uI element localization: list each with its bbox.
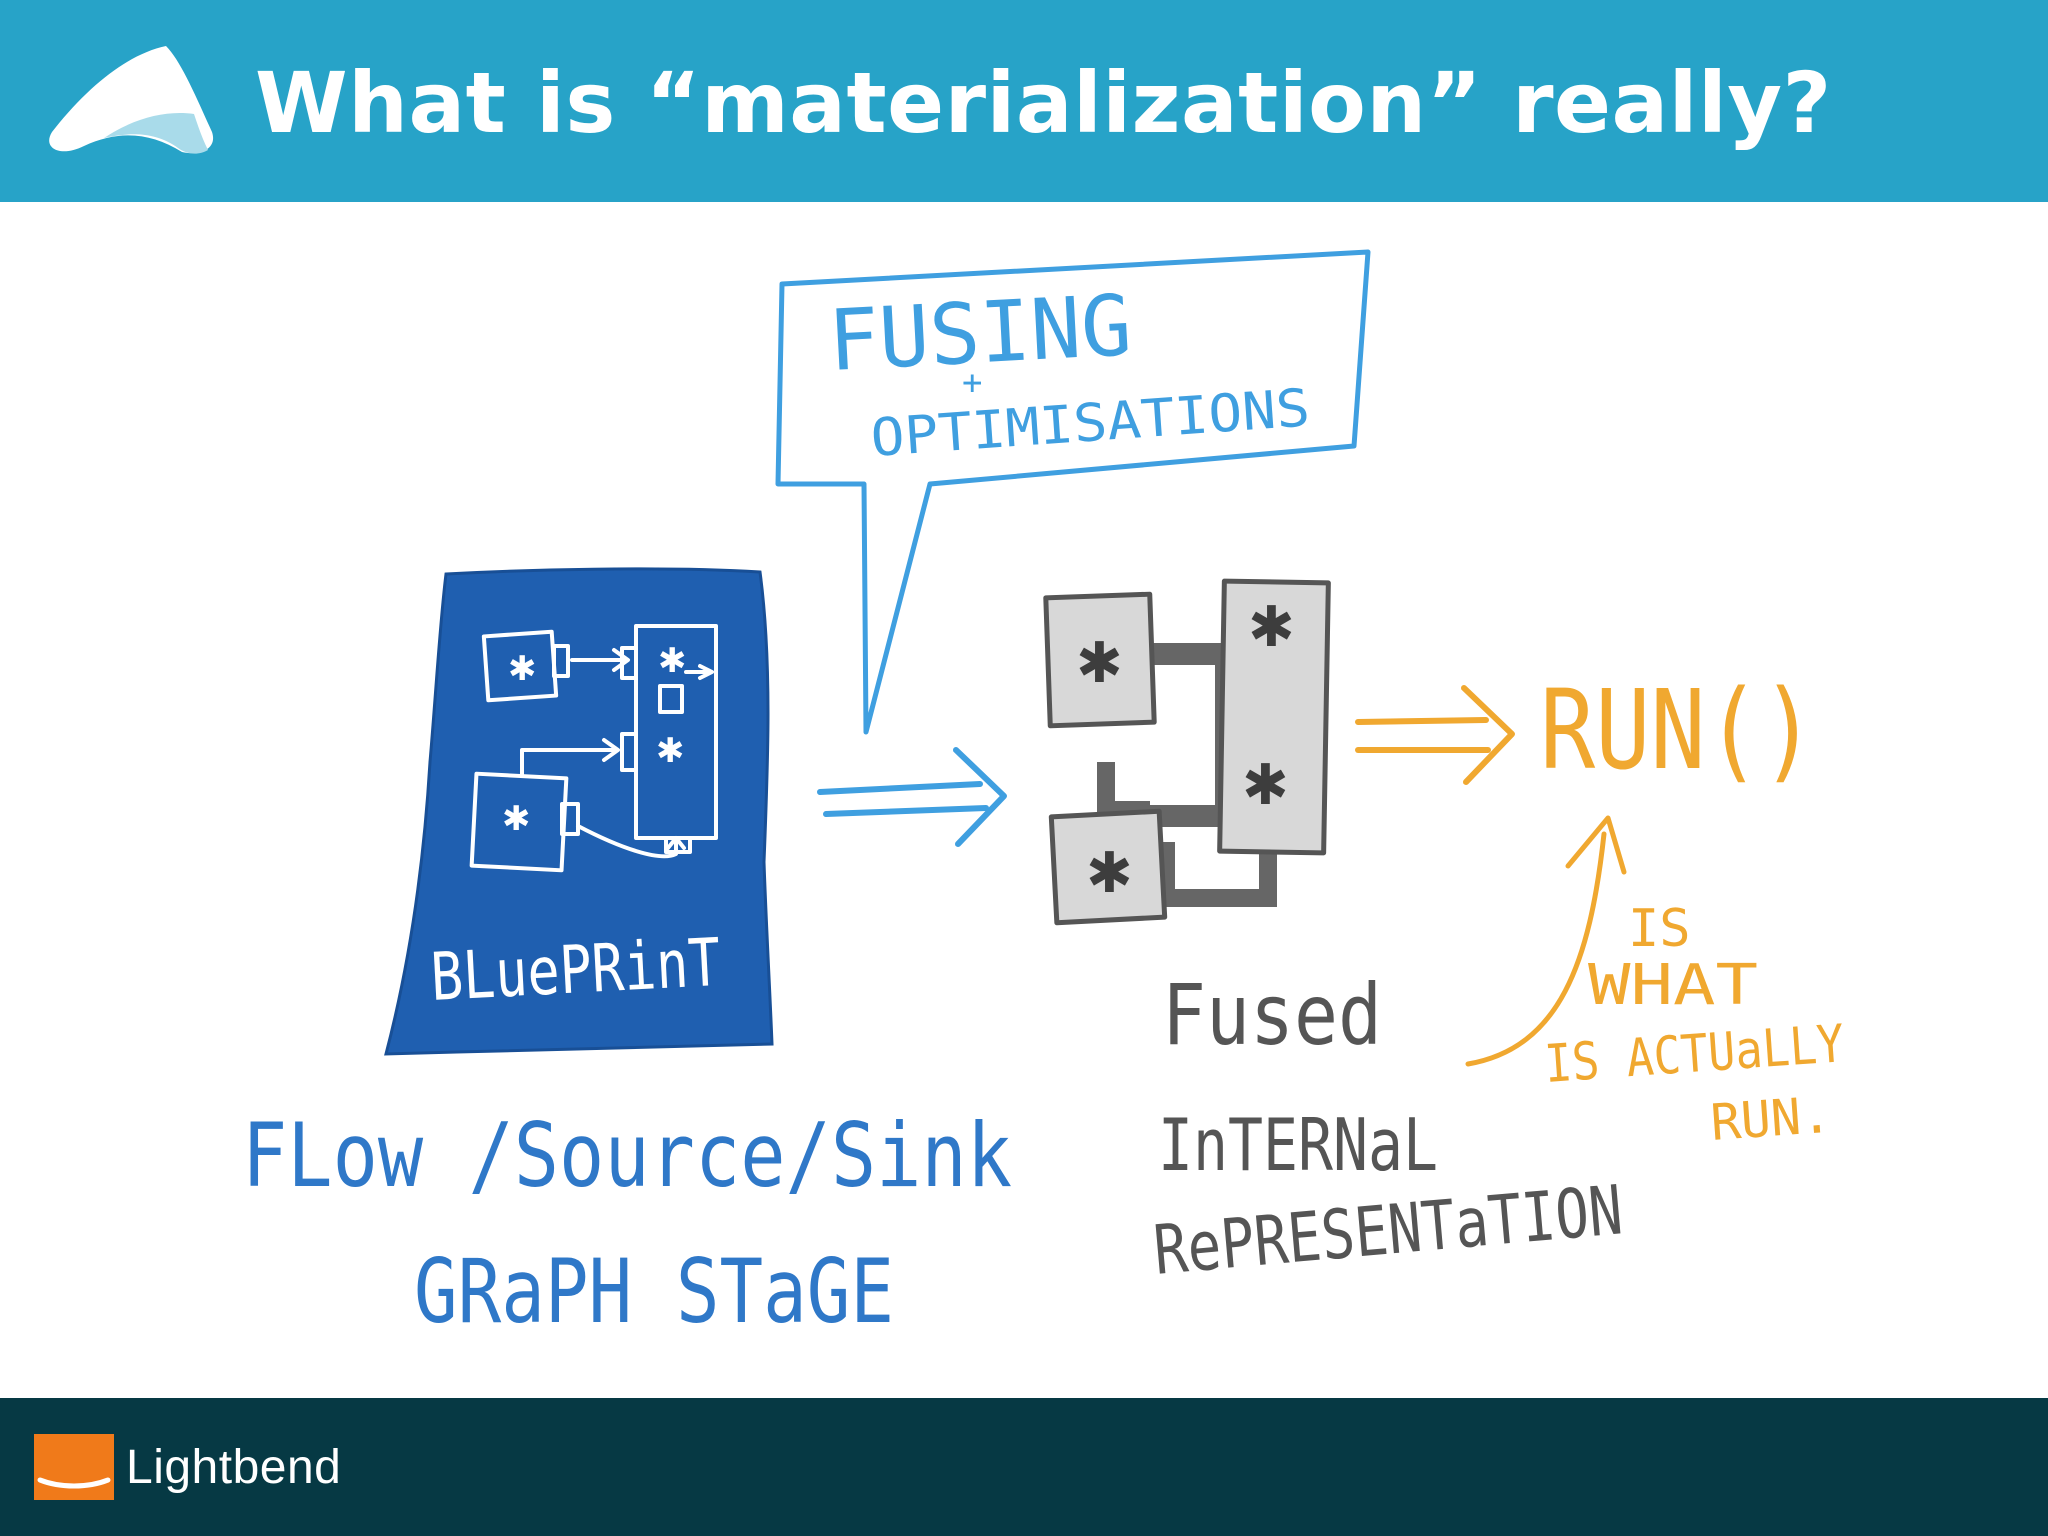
mountain-logo-icon <box>49 46 214 154</box>
blueprint-sheet: ✱ ✱ ✱ ✱ BLuePRinT <box>384 567 774 1056</box>
callout-plus: + <box>962 363 982 403</box>
fused-label-line2: InTERNaL <box>1158 1103 1438 1187</box>
fused-graph: ✱ ✱ ✱ ✱ <box>1043 578 1331 926</box>
fused-label-line3: RePRESENTaTION <box>1151 1171 1626 1291</box>
slide-footer: Lightbend <box>0 1398 2048 1536</box>
svg-text:✱: ✱ <box>1076 631 1123 696</box>
run-note-line3: IS ACTUaLLY <box>1543 1014 1846 1095</box>
lightbend-logo-icon <box>34 1434 114 1500</box>
svg-text:✱: ✱ <box>1248 595 1295 660</box>
slide-title: What is “materialization” really? <box>255 54 1832 152</box>
svg-text:✱: ✱ <box>656 731 685 771</box>
run-note-line2: WHAT <box>1588 953 1758 1018</box>
fused-node-2 <box>1217 578 1331 856</box>
fused-label-line1: Fused <box>1162 966 1382 1064</box>
svg-text:✱: ✱ <box>508 649 537 689</box>
svg-text:✱: ✱ <box>1086 841 1133 906</box>
slide-header: What is “materialization” really? <box>0 0 2048 202</box>
footer-brand: Lightbend <box>126 1441 342 1494</box>
fused-node-3 <box>1048 808 1168 926</box>
actually-run-arrow <box>1465 815 1627 1067</box>
blueprint-caption-line2: GRaPH STaGE <box>414 1240 894 1343</box>
fusing-callout <box>775 249 1371 735</box>
run-note-line4: RUN. <box>1709 1086 1833 1152</box>
svg-text:✱: ✱ <box>1242 753 1289 818</box>
run-arrow <box>1355 685 1515 785</box>
run-note-line1: IS <box>1628 899 1691 959</box>
svg-text:✱: ✱ <box>502 799 531 839</box>
callout-line-fusing: FUSING <box>826 276 1134 390</box>
fusing-arrow <box>817 747 1007 847</box>
fused-node-1 <box>1043 591 1157 729</box>
svg-text:✱: ✱ <box>658 641 687 681</box>
materialization-diagram: FUSING + OPTIMISATIONS ✱ ✱ ✱ ✱ BLuePRinT <box>242 249 1846 1343</box>
blueprint-label: BLuePRinT <box>429 924 723 1016</box>
run-label: RUN() <box>1540 666 1816 794</box>
blueprint-caption-line1: FLow /Source/Sink <box>242 1104 1012 1207</box>
